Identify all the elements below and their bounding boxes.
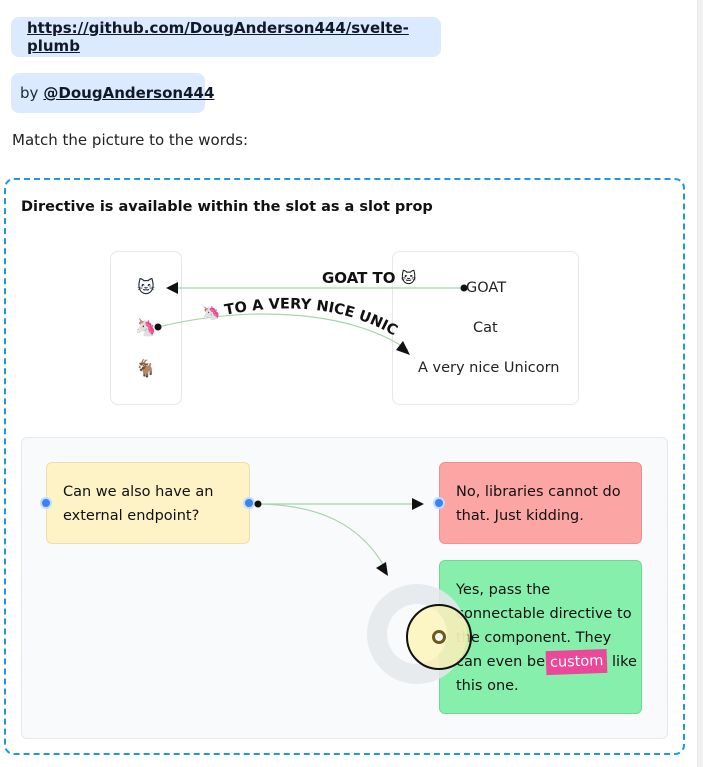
unicorn-icon[interactable]: 🦄 xyxy=(135,318,157,338)
no-answer-text: No, libraries cannot do that. Just kiddi… xyxy=(456,484,621,524)
author-pill: by @DougAnderson444 xyxy=(11,73,214,113)
drag-handle-dot[interactable] xyxy=(432,630,446,644)
question-text: Can we also have an external endpoint? xyxy=(63,484,214,524)
word-cat[interactable]: Cat xyxy=(473,320,498,336)
cat-face-icon[interactable]: 🐱 xyxy=(137,278,155,298)
yes-answer-text: Yes, pass the connectable directive to t… xyxy=(456,582,632,670)
author-link[interactable]: @DougAnderson444 xyxy=(43,84,215,102)
question-input-port[interactable] xyxy=(40,497,52,509)
scrollbar-track[interactable] xyxy=(697,0,703,767)
word-card xyxy=(392,251,579,405)
repo-link-pill: https://github.com/DougAnderson444/svelt… xyxy=(11,17,441,57)
no-answer-input-port[interactable] xyxy=(433,497,445,509)
word-goat[interactable]: GOAT xyxy=(466,280,507,296)
demo-container xyxy=(4,178,685,755)
yes-answer-node[interactable]: Yes, pass the connectable directive to t… xyxy=(439,560,642,714)
goat-icon[interactable]: 🐐 xyxy=(135,359,157,379)
no-answer-node[interactable]: No, libraries cannot do that. Just kiddi… xyxy=(439,462,642,544)
instruction-text: Match the picture to the words: xyxy=(12,131,249,149)
repo-link[interactable]: https://github.com/DougAnderson444/svelt… xyxy=(27,19,409,55)
yes-answer-tail: like this one. xyxy=(456,654,637,694)
question-output-port[interactable] xyxy=(243,497,255,509)
question-node[interactable]: Can we also have an external endpoint? xyxy=(46,462,250,544)
demo-title: Directive is available within the slot a… xyxy=(21,199,433,215)
custom-badge[interactable]: custom xyxy=(545,648,608,676)
word-unicorn[interactable]: A very nice Unicorn xyxy=(418,360,560,376)
by-prefix: by xyxy=(20,84,39,102)
